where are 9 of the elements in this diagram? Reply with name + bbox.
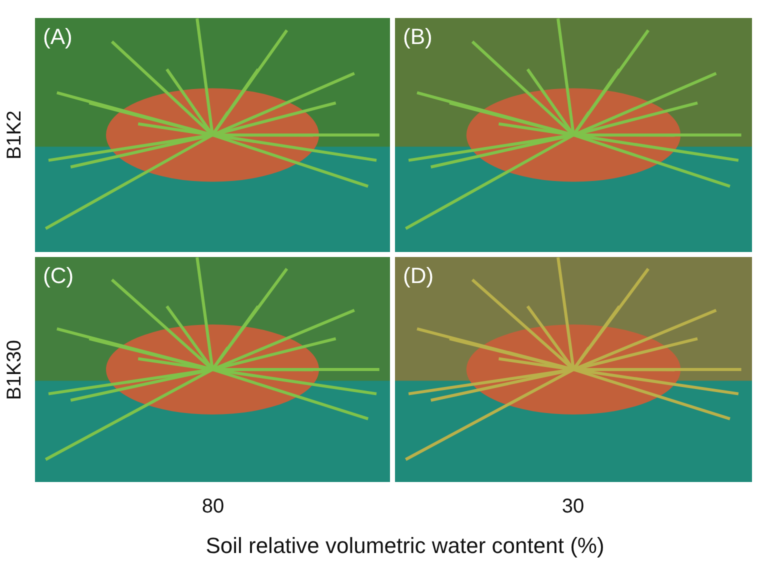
panel-label: (C)	[43, 263, 74, 289]
row-label: B1K2	[4, 110, 26, 160]
column-label: 30	[562, 496, 584, 518]
column-label: 80	[202, 496, 224, 518]
panel-label: (D)	[403, 263, 434, 289]
panel-label: (B)	[403, 24, 432, 50]
panel-label: (A)	[43, 24, 72, 50]
row-label: B1K30	[4, 340, 26, 400]
axis-title: Soil relative volumetric water content (%)	[206, 533, 604, 559]
